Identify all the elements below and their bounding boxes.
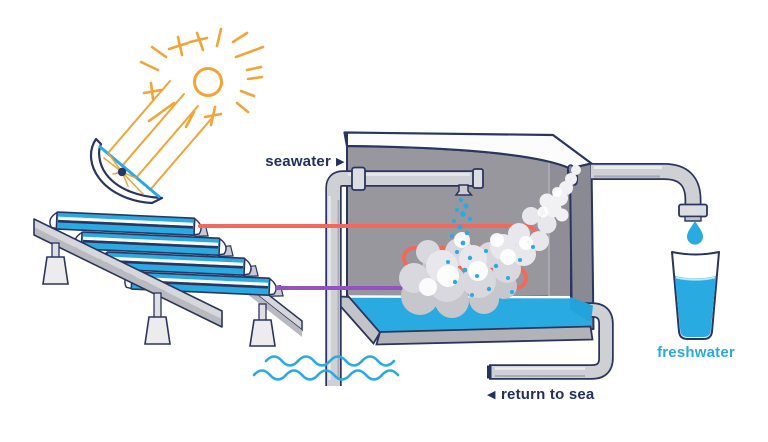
rack-foot — [144, 316, 171, 345]
glass-water — [674, 276, 717, 337]
mirror-dish — [89, 137, 164, 205]
tap-collar — [678, 203, 708, 218]
pipe-end-cap — [472, 168, 484, 189]
freshwater-glass-icon — [671, 251, 720, 340]
parabolic-mirror-icon — [89, 80, 213, 205]
solar-collector-array-icon — [33, 211, 303, 347]
return-to-sea-arrow-icon: ◀ — [487, 388, 496, 401]
chamber-right-wall — [569, 162, 595, 333]
collector-trough — [49, 211, 209, 237]
water-drop-icon — [687, 221, 703, 245]
rack-foot — [249, 319, 276, 347]
freshwater-label: freshwater — [657, 344, 735, 361]
base-left-lip — [329, 294, 382, 346]
sun-beam-rays — [107, 80, 213, 191]
spray-droplets-icon — [446, 197, 535, 297]
freshwater-tap-icon — [591, 163, 708, 222]
focal-point — [117, 167, 127, 177]
seawater-arrow-icon: ▶ — [336, 155, 345, 168]
sea-waves-icon — [252, 355, 400, 381]
return-to-sea-label: return to sea — [501, 386, 595, 403]
spray-nozzle — [454, 184, 474, 196]
sun-icon — [139, 27, 265, 129]
return-pipe-icon — [487, 302, 614, 380]
pipe-flange — [351, 166, 366, 191]
pipe-open-end — [487, 365, 492, 379]
seawater-label: seawater — [265, 153, 331, 170]
collector-trough — [74, 231, 234, 257]
rack-foot — [42, 256, 69, 285]
chamber-base-slab — [375, 325, 594, 346]
